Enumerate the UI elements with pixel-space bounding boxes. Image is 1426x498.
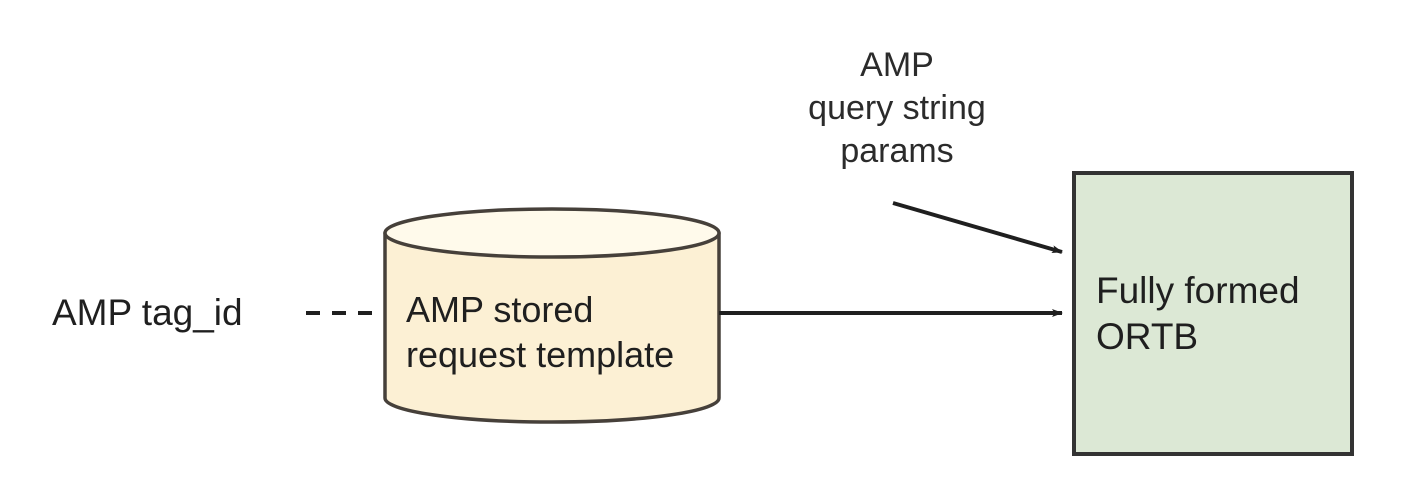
- stored-request-label-line2: request template: [406, 334, 675, 375]
- edge-query-params-to-ortb: [892, 201, 1063, 254]
- ortb-label-line1: Fully formed: [1096, 270, 1300, 311]
- query-params-label-line1: AMP: [860, 46, 934, 84]
- stored-request-cylinder: [383, 207, 721, 424]
- ortb-label-line2: ORTB: [1096, 316, 1199, 357]
- tag-id-label: AMP tag_id: [52, 292, 243, 333]
- ortb-box: [1072, 171, 1354, 456]
- query-params-label-line3: params: [840, 132, 954, 170]
- query-string-params-label: AMP query string params: [772, 44, 1022, 173]
- query-params-label-line2: query string: [808, 89, 986, 127]
- stored-request-label-line1: AMP stored: [406, 289, 594, 330]
